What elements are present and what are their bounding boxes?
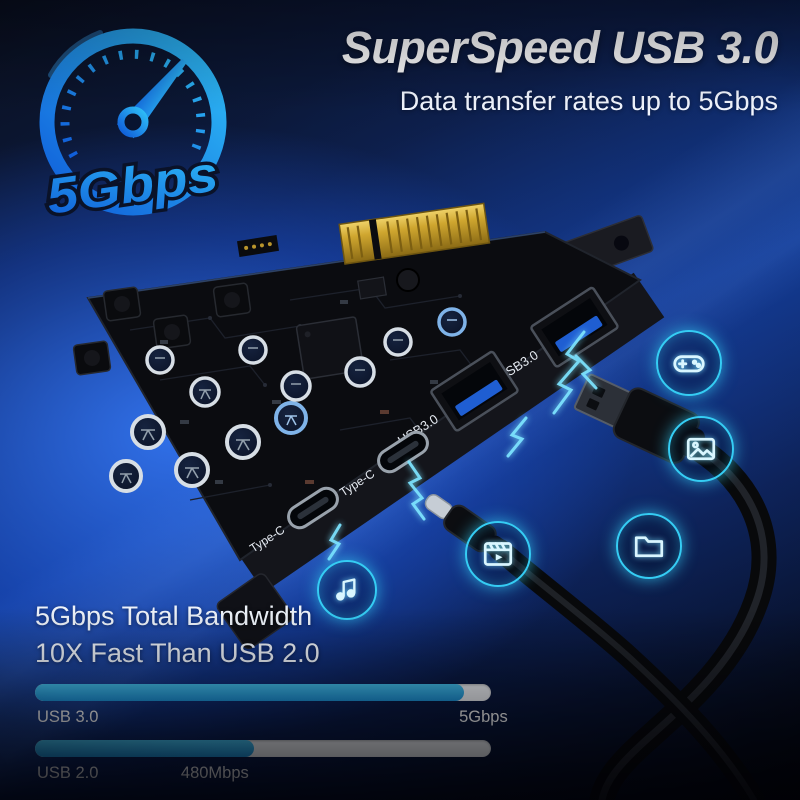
bandwidth-heading-line2: 10X Fast Than USB 2.0 <box>35 638 320 668</box>
page-title: SuperSpeed USB 3.0 <box>341 22 779 73</box>
subtitle: Data transfer rates up to 5Gbps <box>399 86 778 116</box>
usb-a-cable <box>589 429 777 800</box>
usb3-bar-value: 5Gbps <box>459 708 508 726</box>
pin-header <box>236 234 280 258</box>
usb2-bar-caption: USB 2.0 480Mbps <box>35 762 491 784</box>
usb3-bar-track <box>35 684 491 701</box>
gamepad-icon <box>656 330 722 396</box>
usb3-bar-caption: USB 3.0 5Gbps <box>35 706 508 728</box>
small-ic <box>357 276 387 300</box>
video-icon <box>465 521 531 587</box>
usb2-bar-value: 480Mbps <box>180 764 249 782</box>
usb3-bar-fill <box>35 684 464 701</box>
usb2-bar-track <box>35 740 491 757</box>
bandwidth-heading-line1: 5Gbps Total Bandwidth <box>35 601 313 631</box>
photo-icon <box>668 416 734 482</box>
headline-block: SuperSpeed USB 3.0 Data transfer rates u… <box>341 22 779 117</box>
usb2-bar-group: USB 2.0 480Mbps <box>35 740 491 784</box>
usb3-bar-group: USB 3.0 5Gbps <box>35 684 508 728</box>
folder-icon <box>616 513 682 579</box>
usb2-bar-fill <box>35 740 254 757</box>
round-component <box>396 268 420 292</box>
usb3-bar-label: USB 3.0 <box>37 708 99 726</box>
gauge-hub <box>117 106 149 138</box>
bandwidth-section: 5Gbps Total Bandwidth 10X Fast Than USB … <box>35 598 508 784</box>
usb2-bar-label: USB 2.0 <box>37 764 99 782</box>
